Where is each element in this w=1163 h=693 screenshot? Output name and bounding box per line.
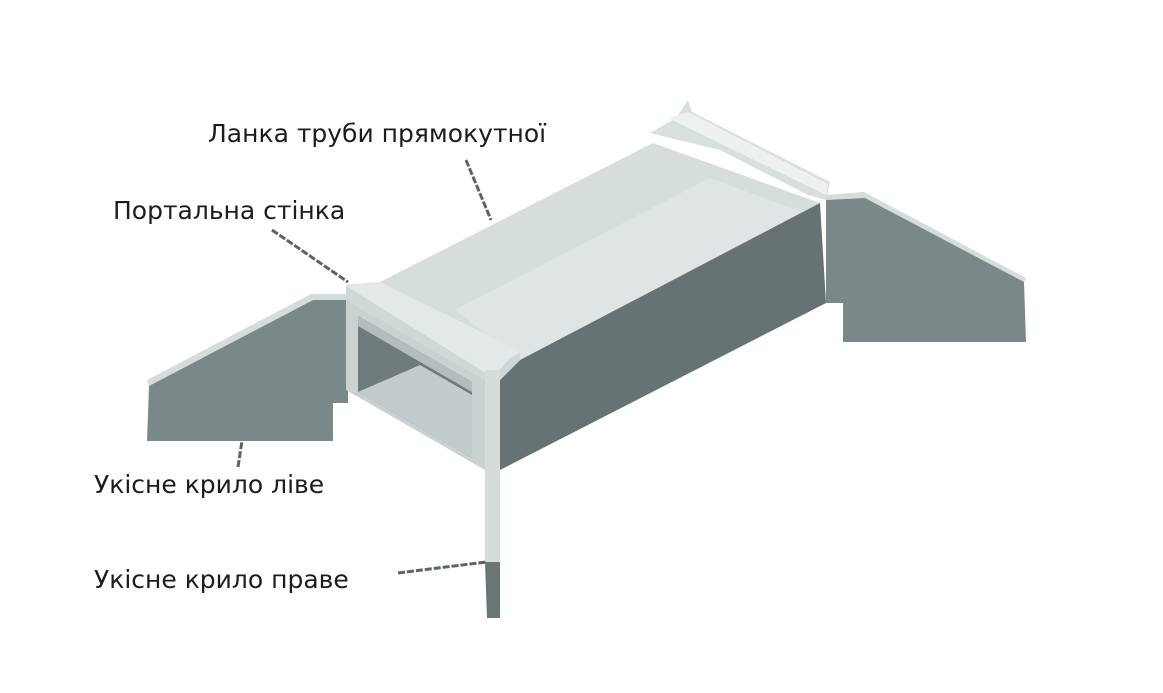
pipe-side bbox=[500, 203, 826, 470]
leader-pipe-link bbox=[464, 159, 493, 221]
culvert-floor bbox=[358, 365, 472, 458]
portal-wall bbox=[346, 282, 522, 618]
portal-pier-foot bbox=[485, 562, 500, 618]
label-pipe-link: Ланка труби прямокутної bbox=[208, 119, 547, 148]
pipe-top-highlight bbox=[455, 178, 802, 360]
label-wing-left: Укісне крило ліве bbox=[94, 470, 325, 499]
leader-wing-left bbox=[236, 440, 244, 468]
pipe-link bbox=[380, 100, 830, 470]
leader-wing-right bbox=[397, 560, 487, 575]
left-wing bbox=[147, 294, 348, 441]
label-portal-wall: Портальна стінка bbox=[113, 196, 346, 225]
portal-collar bbox=[346, 282, 522, 372]
leader-portal-wall bbox=[271, 228, 349, 284]
left-wing-face bbox=[147, 300, 348, 441]
culvert-inner-top bbox=[358, 316, 472, 392]
leader-lines bbox=[236, 159, 493, 575]
portal-pier bbox=[485, 370, 500, 562]
right-wing-face bbox=[826, 198, 1026, 342]
label-wing-right: Укісне крило праве bbox=[94, 565, 349, 594]
right-wing bbox=[826, 192, 1026, 342]
back-portal-collar-edge bbox=[668, 112, 828, 195]
